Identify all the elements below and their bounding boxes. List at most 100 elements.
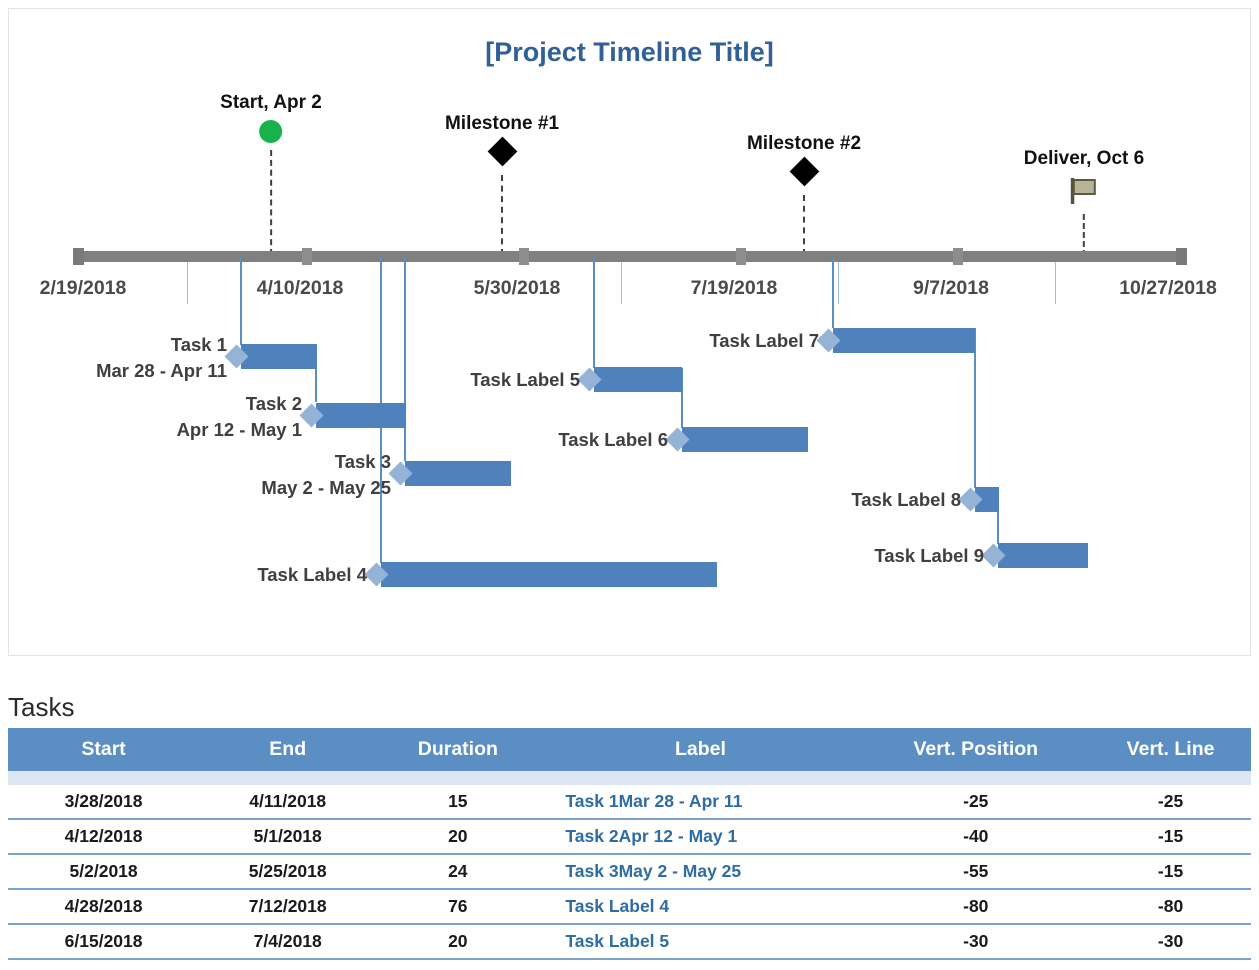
task-bar-7[interactable] (833, 328, 975, 353)
axis-date-label: 10/27/2018 (1119, 277, 1217, 299)
task-bar-9[interactable] (998, 543, 1088, 568)
task-label-6-line1: Task Label 6 (558, 429, 668, 450)
cell-vert-position: -40 (861, 819, 1091, 855)
task-label-5: Task Label 5 (470, 367, 580, 393)
task-label-1-line2: Mar 28 - Apr 11 (96, 360, 227, 382)
axis-gridline (1055, 262, 1056, 304)
task-label-2-line1: Task 2 (245, 393, 302, 414)
flag-icon (1067, 176, 1101, 206)
milestone-1-label: Milestone #1 (444, 113, 560, 134)
timeline-chart-frame: [Project Timeline Title] Start, Apr 2 Mi… (8, 8, 1251, 656)
column-header-vert-line[interactable]: Vert. Line (1090, 728, 1251, 771)
milestone-1[interactable]: Milestone #1 (444, 113, 560, 255)
cell-end: 5/1/2018 (199, 819, 377, 855)
start-circle-icon (259, 120, 283, 143)
task-label-1: Task 1 Mar 28 - Apr 11 (96, 332, 227, 385)
task-connector (974, 328, 976, 488)
axis-tick-square (519, 248, 529, 265)
axis-gridline (187, 262, 188, 304)
task-label-8-line1: Task Label 8 (851, 489, 961, 510)
task-bar-1[interactable] (241, 344, 317, 369)
task-label-1-line1: Task 1 (170, 334, 227, 355)
milestone-diamond-icon (487, 136, 517, 167)
axis-gridline (838, 262, 839, 304)
task-bar-4[interactable] (381, 562, 717, 587)
task-bar-5[interactable] (594, 367, 682, 392)
column-header-start[interactable]: Start (8, 728, 200, 771)
tasks-heading: Tasks (8, 692, 75, 722)
milestone-start[interactable]: Start, Apr 2 (220, 92, 322, 255)
task-bar-2[interactable] (316, 403, 406, 428)
cell-duration: 24 (376, 854, 540, 890)
cell-label[interactable]: Task 1Mar 28 - Apr 11 (539, 785, 862, 820)
axis-date-label: 5/30/2018 (473, 277, 561, 299)
cell-duration: 20 (376, 819, 540, 855)
cell-label[interactable]: Task 2Apr 12 - May 1 (539, 819, 862, 855)
axis-date-label: 4/10/2018 (256, 277, 344, 299)
task-connector (404, 258, 406, 403)
cell-end: 7/12/2018 (199, 889, 377, 925)
axis-tick-square (302, 248, 312, 265)
task-connector (832, 258, 834, 328)
cell-label[interactable]: Task 3May 2 - May 25 (539, 854, 862, 890)
cell-end: 4/11/2018 (199, 785, 377, 820)
task-label-3-line1: Task 3 (334, 451, 391, 472)
task-connector (593, 258, 595, 368)
cell-start: 4/12/2018 (8, 819, 200, 855)
timeline-axis (73, 248, 1187, 265)
milestone-deliver-label: Deliver, Oct 6 (1023, 148, 1145, 169)
task-bar-8[interactable] (975, 487, 999, 512)
table-row[interactable]: 4/12/2018 5/1/2018 20 Task 2Apr 12 - May… (8, 819, 1251, 855)
task-label-4: Task Label 4 (257, 562, 367, 588)
cell-vert-line: -15 (1090, 854, 1251, 890)
task-label-4-line1: Task Label 4 (257, 564, 367, 585)
axis-tick-square (736, 248, 746, 265)
task-label-7: Task Label 7 (709, 328, 819, 354)
cell-label[interactable]: Task Label 4 (539, 889, 862, 925)
axis-date-label: 9/7/2018 (913, 277, 989, 299)
cell-vert-line: -80 (1090, 889, 1251, 925)
cell-vert-line: -30 (1090, 924, 1251, 960)
axis-cap-left (73, 248, 84, 265)
cell-vert-position: -55 (861, 854, 1091, 890)
milestone-2-label: Milestone #2 (746, 133, 862, 154)
task-label-5-line1: Task Label 5 (470, 369, 580, 390)
cell-vert-position: -25 (861, 785, 1091, 820)
cell-duration: 76 (376, 889, 540, 925)
milestone-start-stem (270, 150, 272, 255)
cell-vert-position: -30 (861, 924, 1091, 960)
table-row[interactable]: 5/2/2018 5/25/2018 24 Task 3May 2 - May … (8, 854, 1251, 890)
task-label-8: Task Label 8 (851, 487, 961, 513)
cell-duration: 15 (376, 785, 540, 820)
task-connector (404, 403, 406, 461)
task-bar-6[interactable] (682, 427, 808, 452)
cell-start: 5/2/2018 (8, 854, 200, 890)
column-header-end[interactable]: End (199, 728, 377, 771)
table-row[interactable]: 3/28/2018 4/11/2018 15 Task 1Mar 28 - Ap… (8, 785, 1251, 820)
task-label-9-line1: Task Label 9 (874, 545, 984, 566)
milestone-deliver[interactable]: Deliver, Oct 6 (1023, 148, 1145, 256)
table-header-row: Start End Duration Label Vert. Position … (8, 728, 1251, 771)
cell-start: 6/15/2018 (8, 924, 200, 960)
page-title: [Project Timeline Title] (485, 37, 774, 67)
task-connector (315, 344, 317, 402)
cell-start: 3/28/2018 (8, 785, 200, 820)
column-header-label[interactable]: Label (539, 728, 862, 771)
cell-label[interactable]: Task Label 5 (539, 924, 862, 960)
task-label-6: Task Label 6 (558, 427, 668, 453)
column-header-duration[interactable]: Duration (376, 728, 540, 771)
cell-duration: 20 (376, 924, 540, 960)
milestone-deliver-stem (1083, 214, 1085, 256)
column-header-vert-position[interactable]: Vert. Position (861, 728, 1091, 771)
task-connector (997, 488, 999, 544)
table-row[interactable]: 6/15/2018 7/4/2018 20 Task Label 5 -30 -… (8, 924, 1251, 960)
table-spacer-row (8, 771, 1251, 785)
cell-end: 7/4/2018 (199, 924, 377, 960)
milestone-2[interactable]: Milestone #2 (746, 133, 862, 255)
task-label-2: Task 2 Apr 12 - May 1 (177, 391, 302, 444)
table-row[interactable]: 4/28/2018 7/12/2018 76 Task Label 4 -80 … (8, 889, 1251, 925)
cell-end: 5/25/2018 (199, 854, 377, 890)
task-bar-3[interactable] (405, 461, 511, 486)
task-label-3-line2: May 2 - May 25 (261, 477, 391, 499)
task-label-7-line1: Task Label 7 (709, 330, 819, 351)
